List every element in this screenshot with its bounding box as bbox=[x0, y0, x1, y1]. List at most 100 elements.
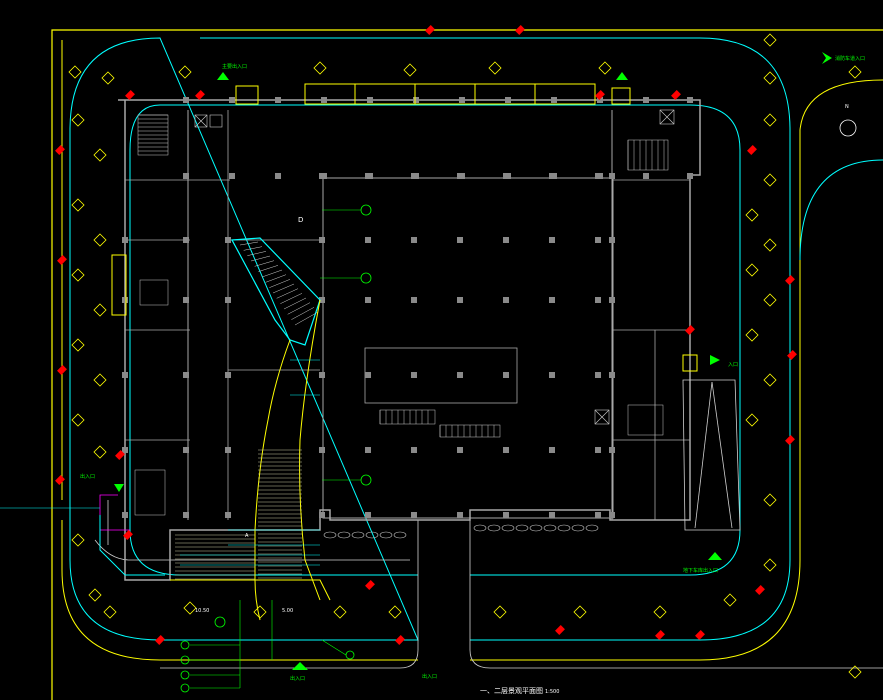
label-bottom-entrance: 出入口 bbox=[422, 673, 437, 680]
column bbox=[319, 237, 325, 243]
label-fire-entrance: 消防车道入口 bbox=[835, 55, 865, 62]
tree-symbol bbox=[763, 33, 777, 47]
tree-symbol bbox=[88, 588, 102, 602]
column-grid bbox=[122, 97, 693, 518]
drawing-title: 一、二层景观平面图 bbox=[480, 687, 543, 695]
column bbox=[503, 237, 509, 243]
column bbox=[367, 97, 373, 103]
red-marker bbox=[365, 580, 375, 590]
tree-symbol bbox=[745, 328, 759, 342]
red-marker bbox=[785, 275, 795, 285]
tree-symbol bbox=[763, 373, 777, 387]
label-garage-entrance: 地下车库出入口 bbox=[683, 567, 718, 574]
column bbox=[549, 237, 555, 243]
red-marker bbox=[695, 630, 705, 640]
road-lines bbox=[94, 500, 883, 669]
annotation-magenta bbox=[99, 119, 857, 531]
drawing-scale: 1:500 bbox=[545, 689, 559, 695]
stairs bbox=[134, 114, 669, 516]
column bbox=[609, 447, 615, 453]
ramp-hatch bbox=[175, 449, 302, 580]
column bbox=[183, 372, 189, 378]
column bbox=[413, 97, 419, 103]
dim-label-1: 10.50 bbox=[195, 608, 209, 614]
tree-symbol bbox=[763, 558, 777, 572]
property-boundary bbox=[51, 29, 883, 700]
column bbox=[595, 447, 601, 453]
red-marker bbox=[685, 325, 695, 335]
building-outline bbox=[118, 99, 701, 581]
column bbox=[503, 372, 509, 378]
column bbox=[457, 297, 463, 303]
label-entrance-bottom-2: 出入口 bbox=[290, 675, 305, 682]
red-marker bbox=[195, 90, 205, 100]
column bbox=[595, 297, 601, 303]
column bbox=[275, 97, 281, 103]
column bbox=[225, 297, 231, 303]
tree-symbol bbox=[178, 65, 192, 79]
column bbox=[411, 512, 417, 518]
column bbox=[365, 372, 371, 378]
column bbox=[183, 237, 189, 243]
fire-lane bbox=[69, 37, 883, 641]
red-marker bbox=[787, 350, 797, 360]
red-marker bbox=[785, 435, 795, 445]
column bbox=[457, 447, 463, 453]
section-letter-d: D bbox=[298, 216, 303, 224]
column bbox=[365, 512, 371, 518]
tree-symbol bbox=[333, 605, 347, 619]
tree-symbol bbox=[253, 605, 267, 619]
tree-symbol bbox=[723, 593, 737, 607]
column bbox=[365, 237, 371, 243]
tree-symbol bbox=[403, 63, 417, 77]
red-marker bbox=[395, 635, 405, 645]
north-windows bbox=[111, 83, 698, 372]
column bbox=[411, 237, 417, 243]
tree-symbol bbox=[848, 65, 862, 79]
landscape-shrubs bbox=[323, 524, 599, 539]
column bbox=[411, 297, 417, 303]
column bbox=[549, 372, 555, 378]
column bbox=[687, 97, 693, 103]
leader-lines bbox=[0, 209, 361, 689]
column bbox=[122, 372, 128, 378]
tree-symbol bbox=[101, 71, 115, 85]
tree-symbol bbox=[68, 65, 82, 79]
label-right-entrance: 入口 bbox=[728, 362, 738, 368]
column bbox=[549, 512, 555, 518]
column bbox=[229, 97, 235, 103]
tree-symbol bbox=[598, 61, 612, 75]
diagonal-escalator bbox=[231, 237, 321, 346]
red-marker bbox=[555, 625, 565, 635]
red-marker bbox=[125, 90, 135, 100]
red-marker bbox=[115, 450, 125, 460]
tree-symbol bbox=[763, 493, 777, 507]
tree-symbol bbox=[388, 605, 402, 619]
tree-symbol bbox=[93, 373, 107, 387]
column bbox=[457, 237, 463, 243]
column bbox=[595, 512, 601, 518]
column bbox=[319, 372, 325, 378]
tree-symbol bbox=[93, 233, 107, 247]
column bbox=[643, 173, 649, 179]
column bbox=[183, 173, 189, 179]
tree-symbol bbox=[71, 268, 85, 282]
north-label: N bbox=[845, 104, 849, 110]
tree-symbol bbox=[848, 665, 862, 679]
tree-symbol bbox=[763, 173, 777, 187]
tree-symbol bbox=[71, 113, 85, 127]
column bbox=[643, 97, 649, 103]
column bbox=[457, 173, 463, 179]
tree-symbol bbox=[653, 605, 667, 619]
label-main-entrance: 主要出入口 bbox=[222, 63, 247, 70]
column bbox=[595, 372, 601, 378]
column bbox=[183, 97, 189, 103]
column bbox=[609, 372, 615, 378]
tree-symbol bbox=[103, 605, 117, 619]
tree-symbol bbox=[183, 601, 197, 615]
column bbox=[365, 447, 371, 453]
tree-symbol bbox=[745, 413, 759, 427]
red-marker bbox=[57, 365, 67, 375]
column bbox=[365, 297, 371, 303]
